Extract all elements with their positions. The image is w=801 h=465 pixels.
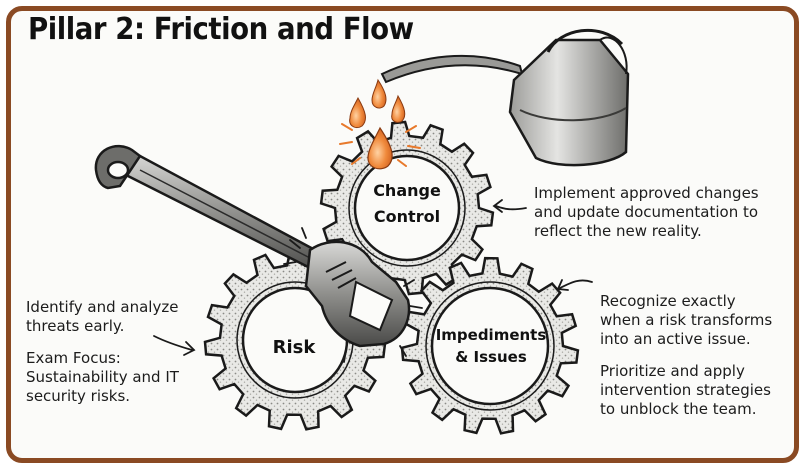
page-title: Pillar 2: Friction and Flow — [28, 12, 414, 47]
impediments-gear-icon — [400, 256, 580, 435]
oil-drop-icon — [339, 78, 421, 170]
risk-label: Risk — [273, 337, 317, 358]
wrench-icon — [94, 144, 423, 363]
change-control-gear-rim — [348, 149, 466, 267]
impediments-label-line2: & Issues — [455, 348, 527, 366]
slide-frame — [6, 6, 799, 463]
arrow-icon — [153, 199, 593, 356]
risk-note-text-1: Identify and analyze threats early. — [26, 298, 179, 335]
impediments-gear-rim — [425, 281, 555, 411]
oil-can-icon — [380, 28, 630, 167]
risk-note: Identify and analyze threats early. Exam… — [26, 298, 186, 406]
change-control-note: Implement approved changes and update do… — [534, 184, 774, 241]
impediments-note-text-1: Recognize exactly when a risk transforms… — [600, 292, 773, 348]
risk-note-text-2: Exam Focus: Sustainability and IT securi… — [26, 349, 179, 405]
change-control-label-line1: Change — [373, 181, 441, 200]
change-control-note-text: Implement approved changes and update do… — [534, 184, 759, 240]
impediments-note: Recognize exactly when a risk transforms… — [600, 292, 780, 419]
impediments-note-text-2: Prioritize and apply intervention strate… — [600, 362, 771, 418]
change-control-label-line2: Control — [374, 207, 440, 226]
impediments-label-line1: Impediments — [436, 326, 547, 344]
